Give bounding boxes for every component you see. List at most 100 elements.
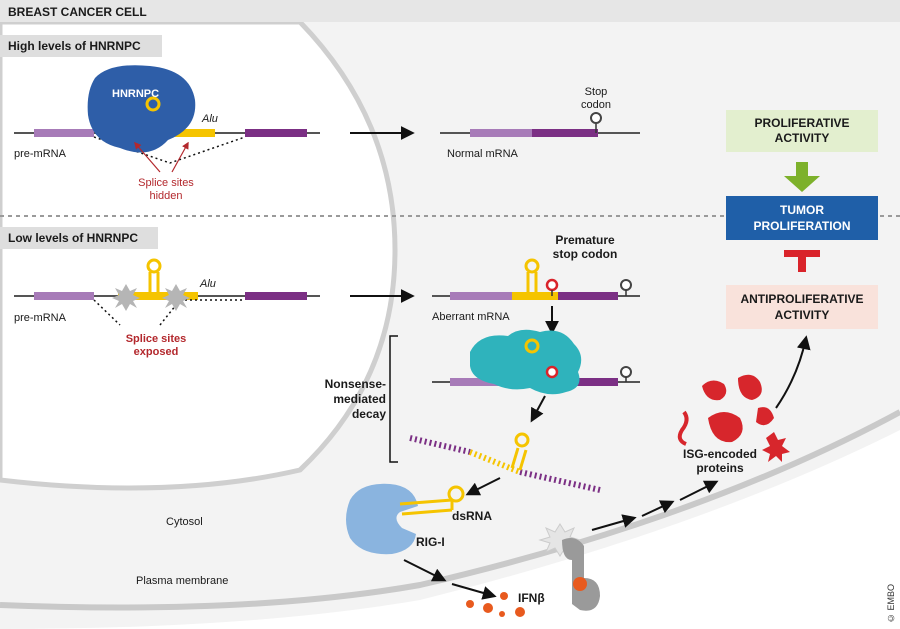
low-splice-label-1: Splice sites	[126, 333, 187, 345]
degraded-loop-icon	[514, 432, 530, 448]
nmd-stop-codon-icon	[620, 366, 632, 378]
isg-to-antiproliferative-arrow	[775, 335, 811, 409]
proliferative-box	[726, 110, 878, 152]
normal-exon-1	[470, 129, 532, 137]
isg-label-2: proteins	[696, 461, 744, 475]
low-premrna	[14, 258, 320, 326]
high-splice-label-2: hidden	[149, 190, 182, 202]
low-exon-2	[245, 292, 307, 300]
splice-burst-icon-2	[162, 284, 190, 311]
low-exon-1	[34, 292, 94, 300]
isg-protein	[702, 380, 727, 401]
nmd-complex	[432, 329, 640, 395]
degraded-yellow-strand	[468, 449, 522, 475]
aberrant-alu-hairpin	[526, 272, 538, 292]
hnrnpc-label: HNRNPC	[112, 88, 159, 100]
low-alu-loop-icon	[146, 258, 162, 274]
ifn-receptor	[538, 523, 600, 611]
dsrna-hairpin	[399, 498, 454, 516]
nucleus	[0, 19, 398, 491]
normal-exon-2	[532, 129, 598, 137]
premature-label-1: Premature	[555, 233, 615, 247]
low-alu-label: Alu	[199, 278, 216, 290]
nmd-label-2: mediated	[333, 392, 386, 406]
rigi-to-ifn-arrow-2	[451, 583, 497, 600]
hnrnpc-protein	[87, 65, 196, 153]
ribosome-complex	[470, 329, 582, 395]
ifn-particle	[515, 607, 525, 617]
isg-protein	[677, 410, 689, 446]
to-degraded-arrow	[530, 395, 546, 423]
aberrant-alu-segment	[512, 292, 558, 300]
rigi-protein	[346, 483, 418, 555]
dsrna-label: dsRNA	[452, 509, 492, 523]
ifn-particle	[499, 611, 505, 617]
splice-burst-icon-1	[112, 284, 140, 311]
aberrant-alu-loop-icon	[524, 258, 540, 274]
green-arrow-icon	[784, 162, 820, 192]
stop-codon-label-2: codon	[581, 99, 611, 111]
isg-protein	[762, 432, 790, 462]
aberrant-exon-2	[558, 292, 618, 300]
receptor-to-isg-arrow-3	[679, 480, 719, 501]
header-bar	[0, 0, 900, 22]
aberrant-stop-codon-icon	[620, 279, 632, 291]
isg-protein	[756, 407, 774, 426]
proliferative-label-2: ACTIVITY	[775, 131, 830, 145]
nmd-alu-loop-icon	[524, 338, 540, 354]
low-section-title: Low levels of HNRNPC	[8, 231, 138, 245]
aberrant-exon-1	[450, 292, 512, 300]
normal-stop-codon-icon	[590, 112, 602, 124]
plasma-membrane	[0, 409, 900, 611]
nmd-premature-stop-icon	[545, 365, 559, 379]
nmd-exon-1	[450, 378, 512, 386]
degraded-purple-strand-2	[519, 469, 601, 493]
degraded-rna	[409, 432, 601, 493]
receptor-to-isg-arrow-1	[591, 514, 637, 531]
tumor-label-2: PROLIFERATION	[753, 219, 850, 233]
inhibition-bar-icon	[784, 250, 820, 272]
nmd-exon-2	[558, 378, 618, 386]
high-exon-2	[245, 129, 307, 137]
dsrna-loop-icon	[447, 485, 465, 503]
high-exon-1	[34, 129, 94, 137]
antiproliferative-label-1: ANTIPROLIFERATIVE	[740, 292, 863, 306]
high-splice-label-1: Splice sites	[138, 177, 194, 189]
premature-label-2: stop codon	[553, 247, 618, 261]
receptor-ligand	[573, 577, 587, 591]
proliferative-label-1: PROLIFERATIVE	[754, 116, 849, 130]
low-splice-label-2: exposed	[134, 346, 179, 358]
ifn-particle	[483, 603, 493, 613]
isg-label-1: ISG-encoded	[683, 447, 757, 461]
to-dsrna-arrow	[465, 477, 501, 496]
ifn-particle	[466, 600, 474, 608]
cytosol-label: Cytosol	[166, 516, 203, 528]
isg-protein	[738, 374, 762, 400]
high-section-title: High levels of HNRNPC	[8, 39, 141, 53]
low-alu-segment	[118, 292, 198, 300]
degraded-purple-strand	[409, 435, 471, 455]
ifn-particle	[500, 592, 508, 600]
antiproliferative-box	[726, 285, 878, 329]
header-title: BREAST CANCER CELL	[8, 5, 147, 19]
stop-codon-label-1: Stop	[585, 86, 608, 98]
degraded-hairpin	[510, 447, 528, 471]
rigi-label: RIG-I	[416, 535, 445, 549]
hnrnpc-loop-icon	[145, 96, 161, 112]
rigi-to-ifn-arrow-1	[403, 559, 447, 582]
tumor-label-1: TUMOR	[780, 203, 824, 217]
antiproliferative-label-2: ACTIVITY	[775, 308, 830, 322]
nmd-bracket	[389, 335, 398, 463]
high-title-bg	[0, 35, 162, 57]
normal-mrna	[440, 112, 640, 137]
low-alu-hairpin	[148, 272, 160, 292]
high-splice-pointer-1	[134, 141, 161, 173]
high-premrna-label: pre-mRNA	[14, 148, 67, 160]
aberrant-mrna-label: Aberrant mRNA	[432, 311, 510, 323]
nmd-label-3: decay	[352, 407, 386, 421]
isg-proteins	[677, 374, 790, 462]
receptor-to-isg-arrow-2	[641, 500, 675, 517]
ifn-particles	[466, 592, 525, 617]
